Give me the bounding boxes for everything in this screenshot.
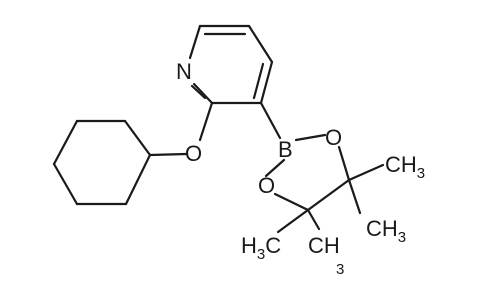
ether-oxygen-label: O: [185, 141, 202, 166]
bond-c-ch3-bottom: [306, 208, 321, 231]
bond-o-upper-c: [337, 145, 351, 182]
bond-o-cyclohexyl: [148, 152, 188, 157]
bond-c2-n: [192, 82, 214, 105]
methyl-bottom-subscript: 3: [336, 261, 344, 278]
upper-oxygen-label: O: [325, 125, 342, 150]
bond-c5-c4: [247, 24, 274, 64]
methyl-lower-right-label: CH3: [366, 216, 406, 246]
cyclohexyloxy-group: [52, 101, 214, 206]
bond-b-o-upper: [294, 133, 327, 142]
bond-c-c-pinacol: [306, 178, 351, 212]
bond-c3-b: [259, 101, 282, 140]
pyridine-ring: [188, 24, 274, 105]
bond-c4-c3: [259, 60, 274, 105]
pinacol-boronate-group: [259, 101, 385, 234]
bond-c2-o: [198, 101, 214, 142]
bond-cy4-cy5: [52, 162, 79, 206]
nitrogen-label: N: [176, 59, 192, 84]
bond-cy1-cy2: [123, 119, 152, 157]
double-bond-c4-c3: [252, 62, 265, 100]
bond-n-c6: [188, 24, 202, 60]
boron-label: B: [278, 137, 293, 162]
double-bond-c2-n: [190, 84, 207, 100]
methyl-upper-right-label: CH3: [385, 152, 425, 182]
bond-o-lower-c: [273, 192, 310, 212]
bond-cy6-cy1: [124, 153, 152, 206]
bond-c-h3c-bottom-left: [276, 208, 310, 234]
methyl-bottom-label: CH: [308, 233, 340, 258]
bond-c-ch3-upper-right: [347, 163, 385, 182]
lower-oxygen-label: O: [258, 173, 275, 198]
methyl-bottom-left-label: H3C: [241, 233, 281, 263]
bond-b-o-lower: [264, 158, 286, 178]
bond-c-ch3-lower-right: [347, 178, 362, 215]
bond-cy3-cy4: [52, 119, 79, 166]
